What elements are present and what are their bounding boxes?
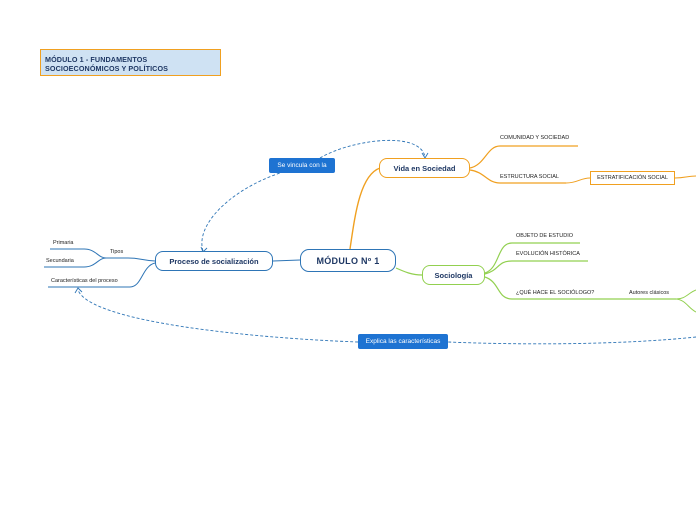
connector-autores-out-2 — [675, 298, 696, 313]
relation-vincula-line — [201, 139, 426, 252]
connector-vida-comunidad — [469, 145, 578, 169]
topic-proceso-socializacion[interactable]: Proceso de socialización — [155, 251, 273, 271]
subtopic-estratificacion-social[interactable]: ESTRATIFICACIÓN SOCIAL — [590, 171, 675, 185]
subtopic-primaria[interactable]: Primaria — [53, 240, 74, 246]
subtopic-caracteristicas-proceso[interactable]: Características del proceso — [51, 278, 118, 284]
relation-label-explica[interactable]: Explica las características — [358, 334, 448, 349]
subtopic-autores-clasicos[interactable]: Autores clásicos — [629, 290, 670, 296]
page-title: MÓDULO 1 - FUNDAMENTOS SOCIOECONÓMICOS Y… — [40, 49, 221, 76]
connector-vida-estructura — [469, 169, 566, 184]
connector-estratificacion-out — [674, 175, 696, 179]
connector-tipos-primaria — [50, 248, 107, 259]
connector-social-tipos — [106, 257, 156, 262]
subtopic-estructura-social[interactable]: ESTRUCTURA SOCIAL — [500, 174, 559, 180]
connector-estructura-estratificacion — [565, 177, 591, 184]
relation-explica-arrow — [74, 287, 83, 294]
connector-autores-out-1 — [675, 289, 696, 300]
subtopic-secundaria[interactable]: Secundaria — [46, 258, 74, 264]
central-topic[interactable]: MÓDULO Nº 1 — [300, 249, 396, 272]
subtopic-objeto-estudio[interactable]: OBJETO DE ESTUDIO — [516, 233, 574, 239]
connector-social-caracteristicas — [48, 262, 156, 288]
subtopic-evolucion-historica[interactable]: EVOLUCIÓN HISTÓRICA — [516, 251, 580, 257]
subtopic-comunidad-sociedad[interactable]: COMUNIDAD Y SOCIEDAD — [500, 135, 570, 141]
connector-tipos-secundaria — [44, 257, 107, 268]
subtopic-tipos[interactable]: Tipos — [110, 249, 124, 255]
connector-central-socializacion — [272, 259, 301, 262]
connector-socio-evolucion — [484, 260, 588, 275]
connector-socio-objeto — [484, 242, 580, 274]
subtopic-que-hace-sociologo[interactable]: ¿QUÉ HACE EL SOCIÓLOGO? — [516, 290, 595, 296]
connector-central-sociologia — [395, 267, 423, 276]
connector-central-vida — [349, 167, 381, 250]
topic-sociologia[interactable]: Sociología — [422, 265, 485, 285]
topic-vida-en-sociedad[interactable]: Vida en Sociedad — [379, 158, 470, 178]
relation-label-vincula[interactable]: Se vincula con la — [269, 158, 335, 173]
connector-socio-quehace — [484, 276, 600, 300]
relation-explica-line — [77, 289, 696, 345]
